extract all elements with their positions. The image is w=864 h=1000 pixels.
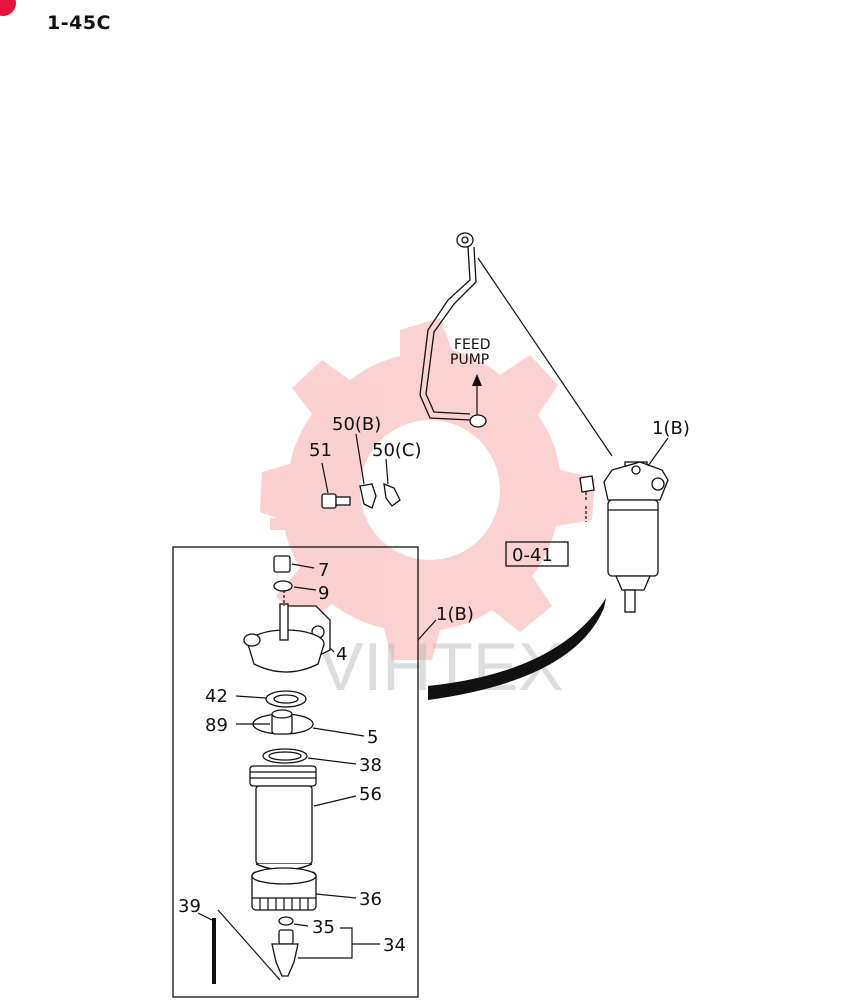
reference-box-label: 0-41 (512, 545, 553, 566)
part-35-small-o-ring (278, 916, 294, 926)
leader-5 (312, 727, 365, 737)
label-34: 34 (383, 935, 406, 956)
label-38: 38 (359, 755, 382, 776)
label-56: 56 (359, 784, 382, 805)
label-1b-side: 1(B) (436, 604, 474, 625)
bolt-51 (321, 493, 351, 509)
label-9: 9 (318, 583, 329, 604)
part-4-filter-head (243, 590, 331, 673)
part-56-filter-element (249, 765, 317, 871)
drain-hose-part (579, 475, 595, 522)
leader-34 (298, 927, 353, 959)
label-51: 51 (309, 440, 332, 461)
clip-50b (359, 483, 377, 509)
label-35: 35 (312, 917, 335, 938)
leader-56 (313, 795, 357, 807)
gear-watermark-icon (260, 318, 595, 660)
fuel-filter-assembly (603, 461, 669, 613)
exploded-view-frame (172, 546, 419, 998)
leader-9 (293, 586, 317, 591)
part-36-ring-nut (251, 867, 317, 911)
leader-39 (197, 912, 213, 921)
part-34-drain-plug (271, 929, 299, 977)
feed-pump-note-line1: FEED (454, 337, 491, 353)
label-89: 89 (205, 715, 228, 736)
leader-4 (329, 647, 335, 653)
part-9-washer (273, 580, 293, 592)
label-50b: 50(B) (332, 414, 381, 435)
pipe-leader (477, 257, 613, 457)
leader-36 (315, 893, 357, 899)
corner-badge-icon (0, 0, 16, 16)
label-39: 39 (178, 896, 201, 917)
leader-39-to-34 (217, 909, 281, 981)
reference-box (505, 541, 569, 567)
label-42: 42 (205, 686, 228, 707)
part-7-plug (273, 555, 291, 573)
label-1b-top: 1(B) (652, 418, 690, 439)
feed-pump-arrow-icon (472, 374, 482, 415)
leader-50b (355, 433, 365, 485)
leader-51 (321, 462, 329, 494)
feed-pipe (419, 232, 487, 428)
feed-pump-note-line2: PUMP (450, 352, 489, 368)
leader-35 (293, 923, 309, 927)
leader-50c (385, 458, 389, 485)
label-4: 4 (336, 644, 347, 665)
page-code: 1-45C (47, 12, 111, 34)
label-7: 7 (318, 560, 329, 581)
leader-38 (307, 757, 357, 765)
label-36: 36 (359, 889, 382, 910)
leader-42 (235, 695, 267, 699)
leader-7 (291, 563, 315, 569)
leader-1b-top (647, 437, 669, 467)
label-50c: 50(C) (372, 440, 422, 461)
leader-1b-side (417, 619, 437, 641)
callout-arrow (428, 598, 606, 700)
clip-50c (383, 482, 401, 507)
label-5: 5 (367, 727, 378, 748)
